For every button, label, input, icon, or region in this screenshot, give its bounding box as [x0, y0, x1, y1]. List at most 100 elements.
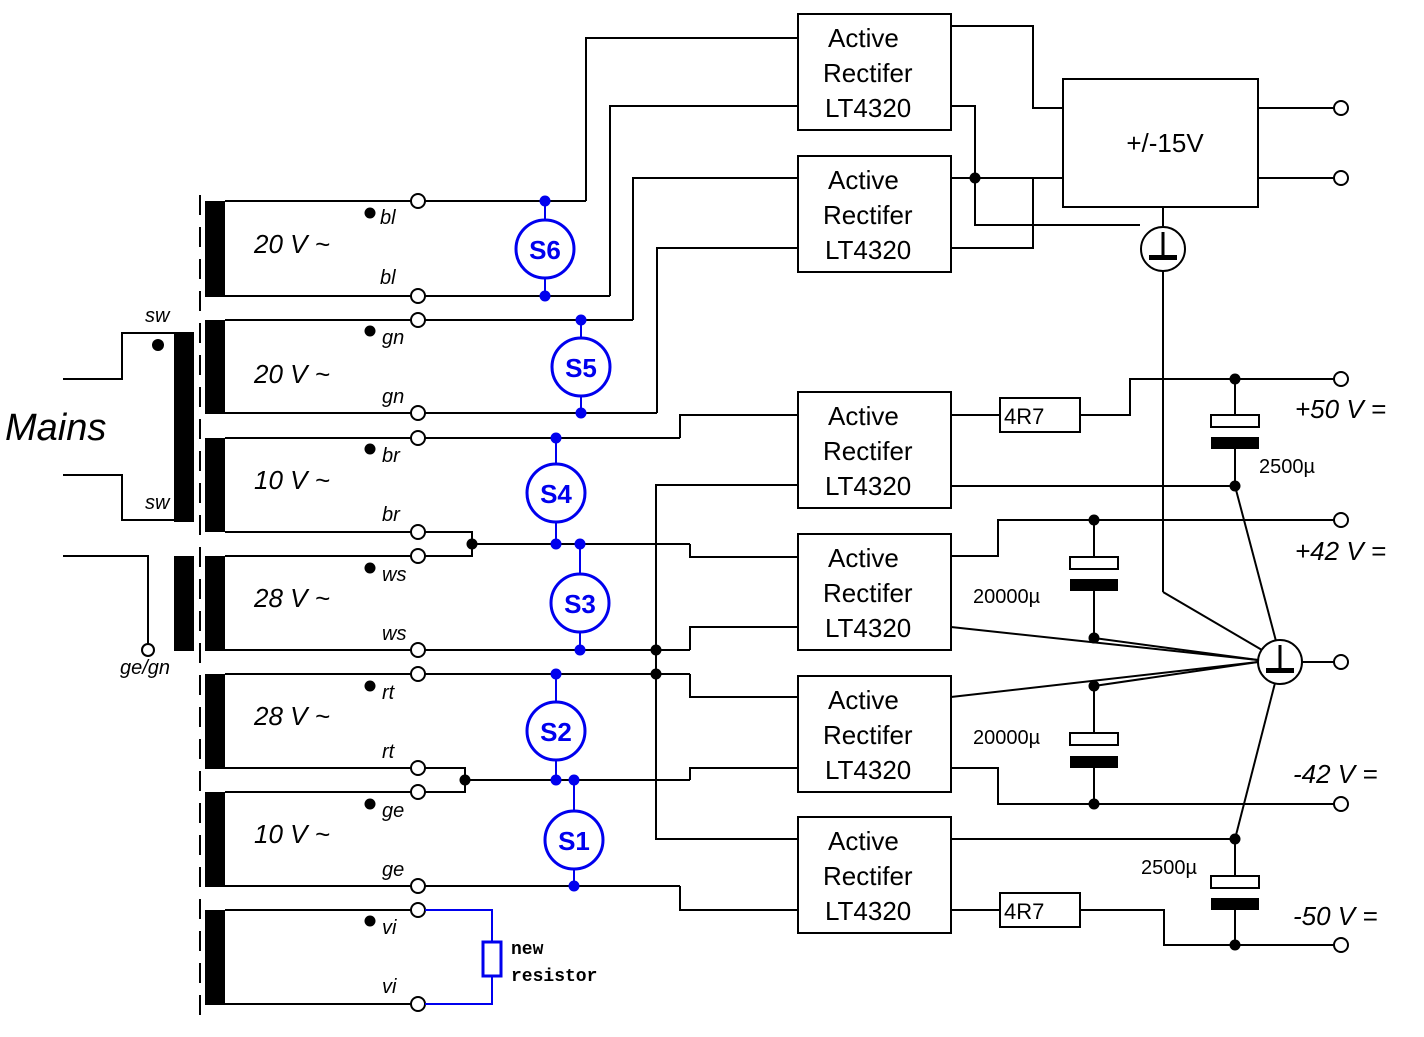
winding-1: 20 V ~ bl bl: [205, 193, 426, 304]
winding-top-label: bl: [380, 207, 396, 229]
output-label-m50: -50 V =: [1293, 901, 1378, 931]
winding-4: 28 V ~ ws ws: [205, 548, 426, 658]
ground-icon: [1140, 226, 1186, 272]
winding-voltage: 10 V ~: [254, 465, 330, 495]
winding-top-label: gn: [382, 327, 404, 349]
rectifier-3: Active Rectifer LT4320: [797, 391, 952, 509]
new-resistor: new resistor: [425, 909, 597, 1005]
winding-voltage: 10 V ~: [254, 819, 330, 849]
rectifier-label: Active: [828, 23, 899, 53]
output-section: 4R7 +50 V = 2500µ +42 V = 20000µ: [950, 371, 1386, 953]
rectifier-label: LT4320: [825, 235, 911, 265]
terminal-wiring: [425, 37, 798, 911]
resistor-4r7-bottom: [999, 892, 1081, 928]
switch-s3[interactable]: S3: [549, 538, 611, 656]
rectifier-label: LT4320: [825, 471, 911, 501]
rectifier-2: Active Rectifer LT4320: [797, 155, 952, 273]
winding-top-label: rt: [382, 682, 396, 704]
winding-bottom-label: br: [382, 504, 401, 526]
switch-label: S3: [564, 589, 596, 619]
switch-label: S6: [529, 235, 561, 265]
winding-3: 10 V ~ br br: [205, 430, 426, 540]
rectifier-label: Active: [828, 165, 899, 195]
winding-bottom-label: ge: [382, 859, 404, 881]
rectifier-label: Active: [828, 401, 899, 431]
rectifier-label: Rectifer: [823, 58, 913, 88]
winding-bottom-label: vi: [382, 976, 397, 998]
winding-bottom-label: ws: [382, 623, 406, 645]
rectifier-6: Active Rectifer LT4320: [797, 816, 952, 934]
winding-2: 20 V ~ gn gn: [205, 312, 426, 421]
rectifier-1: Active Rectifer LT4320: [797, 13, 952, 131]
sw-top-label: sw: [145, 305, 171, 327]
new-resistor-label: new: [511, 940, 544, 960]
capacitor-label: 2500µ: [1141, 857, 1197, 879]
winding-voltage: 28 V ~: [253, 583, 330, 613]
rectifier-label: Active: [828, 826, 899, 856]
output-label-p50: +50 V =: [1295, 394, 1386, 424]
capacitor-label: 2500µ: [1259, 456, 1315, 478]
regulator-section: +/-15V: [951, 25, 1349, 592]
switch-label: S2: [540, 717, 572, 747]
winding-bottom-label: rt: [382, 741, 396, 763]
rectifier-label: LT4320: [825, 93, 911, 123]
switch-s1[interactable]: S1: [543, 774, 605, 892]
output-label-m42: -42 V =: [1293, 759, 1378, 789]
switch-s2[interactable]: S2: [525, 668, 587, 786]
output-terminal: [1333, 937, 1349, 953]
winding-7: vi vi: [205, 902, 426, 1012]
shield-winding: [174, 556, 194, 651]
output-terminal: [1333, 371, 1349, 387]
rectifier-label: Rectifer: [823, 578, 913, 608]
resistor-label: 4R7: [1004, 404, 1044, 429]
rectifier-label: LT4320: [825, 755, 911, 785]
regulator-label: +/-15V: [1126, 128, 1204, 158]
rectifier-label: Rectifer: [823, 720, 913, 750]
primary-dot: [152, 339, 164, 351]
switch-s6[interactable]: S6: [514, 195, 576, 302]
rectifier-label: Rectifer: [823, 200, 913, 230]
rectifier-label: Rectifer: [823, 436, 913, 466]
output-terminal: [1333, 512, 1349, 528]
capacitor-label: 20000µ: [973, 727, 1041, 749]
winding-top-label: br: [382, 445, 401, 467]
winding-6: 10 V ~ ge ge: [205, 784, 426, 894]
switch-label: S4: [540, 479, 572, 509]
regulator-box: [1062, 78, 1259, 208]
output-terminal: [1333, 100, 1349, 116]
resistor-4r7-top: [999, 397, 1081, 433]
output-terminal: [1333, 170, 1349, 186]
winding-5: 28 V ~ rt rt: [205, 666, 426, 776]
rectifier-label: Active: [828, 543, 899, 573]
winding-top-label: ge: [382, 800, 404, 822]
switch-label: S5: [565, 353, 597, 383]
resistor-label: 4R7: [1004, 899, 1044, 924]
new-resistor-label: resistor: [511, 967, 597, 987]
ground-terminal: [141, 643, 155, 657]
rectifier-4: Active Rectifer LT4320: [797, 533, 952, 651]
rectifier-label: Active: [828, 685, 899, 715]
output-terminal: [1333, 654, 1349, 670]
switch-label: S1: [558, 826, 590, 856]
mains-section: Mains sw sw ge/gn: [5, 195, 201, 1020]
ground-icon: [1257, 639, 1303, 685]
switch-s5[interactable]: S5: [550, 314, 612, 419]
capacitor-label: 20000µ: [973, 586, 1041, 608]
winding-top-label: vi: [382, 917, 397, 939]
output-terminal: [1333, 796, 1349, 812]
rectifier-5: Active Rectifer LT4320: [797, 675, 952, 793]
winding-top-label: ws: [382, 564, 406, 586]
mains-label: Mains: [5, 407, 106, 449]
ground-label: ge/gn: [120, 657, 170, 679]
rectifier-label: LT4320: [825, 613, 911, 643]
sw-bottom-label: sw: [145, 492, 171, 514]
winding-voltage: 20 V ~: [253, 359, 330, 389]
primary-winding: [174, 332, 194, 522]
winding-bottom-label: gn: [382, 386, 404, 408]
switch-s4[interactable]: S4: [525, 432, 587, 550]
output-label-p42: +42 V =: [1295, 536, 1386, 566]
winding-bottom-label: bl: [380, 267, 396, 289]
rectifier-label: LT4320: [825, 896, 911, 926]
rectifier-label: Rectifer: [823, 861, 913, 891]
